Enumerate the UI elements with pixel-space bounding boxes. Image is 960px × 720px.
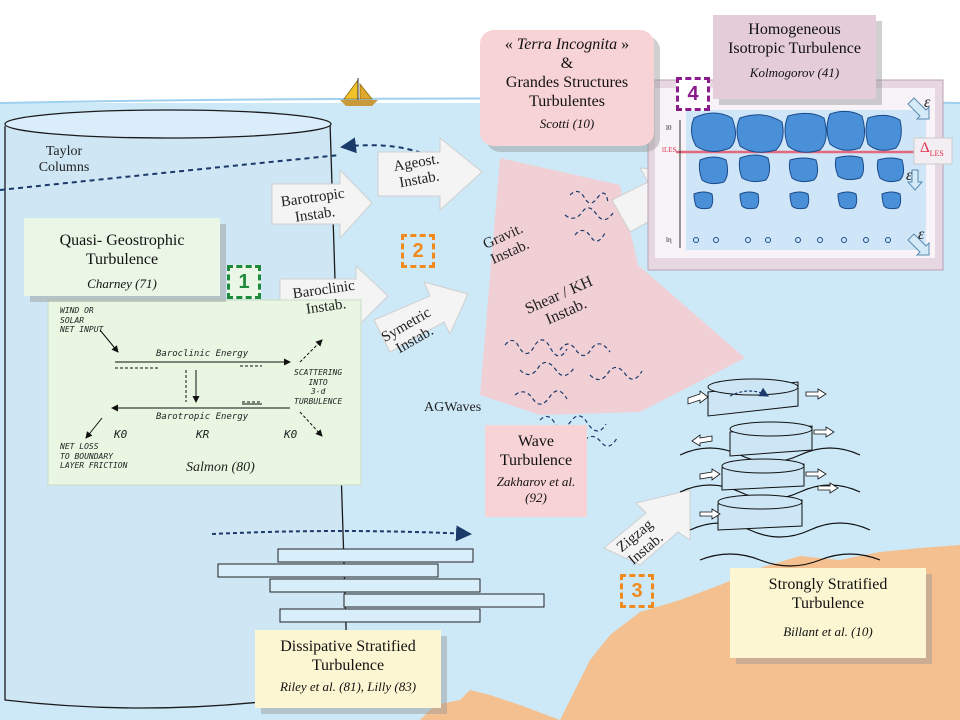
instability-region — [480, 158, 745, 415]
delta-les-label: ΔLES — [920, 140, 944, 158]
hit-title: Homogeneous Isotropic Turbulence — [728, 21, 861, 57]
salmon-ref: Salmon (80) — [186, 460, 255, 475]
salmon-scattering-label: SCATTERING INTO 3-d TURBULENCE — [294, 368, 343, 406]
badge-3: 3 — [620, 574, 654, 608]
salmon-barotropic-label: Barotropic Energy — [156, 412, 249, 422]
terra-ref: Scotti (10) — [539, 115, 595, 131]
sst-ref: Billant et al. (10) — [783, 623, 873, 639]
l0-label: l0 — [666, 124, 672, 132]
leta-label: lη — [666, 236, 672, 244]
salmon-baroclinic-label: Baroclinic Energy — [156, 349, 249, 359]
stratified-pancake-stack — [679, 378, 881, 567]
ageost-arrow — [377, 136, 483, 212]
qg-title: Quasi- Geostrophic Turbulence — [59, 232, 185, 268]
epsilon-bottom: ε — [918, 226, 925, 243]
hit-ref: Kolmogorov (41) — [749, 64, 840, 80]
barotropic-arrow — [271, 168, 373, 240]
dst-title: Dissipative Stratified Turbulence — [280, 638, 416, 674]
badge-4: 4 — [676, 77, 710, 111]
terra-title2: Grandes Structures Turbulentes — [505, 73, 629, 110]
dst-ref: Riley et al. (81), Lilly (83) — [279, 678, 417, 694]
terra-amp: & — [560, 54, 574, 72]
salmon-energy-diagram — [47, 299, 362, 486]
salmon-k0-left: K0 — [114, 428, 128, 441]
zigzag-arrow — [603, 489, 691, 566]
stratified-layers — [211, 525, 545, 623]
wave-ref: Zakharov et al. (92) — [496, 473, 576, 505]
badge-1: 1 — [227, 265, 261, 299]
strongly-stratified-box: Strongly Stratified Turbulence Billant e… — [730, 568, 926, 658]
salmon-input-label: WIND OR SOLAR NET INPUT — [60, 306, 104, 335]
hit-box: Homogeneous Isotropic Turbulence Kolmogo… — [713, 15, 876, 99]
wave-title: Wave Turbulence — [499, 433, 573, 469]
turbulent-eddies — [504, 190, 643, 447]
hit-les-panel — [647, 79, 953, 271]
agwaves-label: AGWaves — [424, 400, 482, 415]
terra-title: « Terra Incognita » — [504, 36, 630, 53]
sst-title: Strongly Stratified Turbulence — [768, 576, 888, 612]
dissipative-stratified-box: Dissipative Stratified Turbulence Riley … — [255, 630, 441, 708]
wave-turbulence-box: Wave Turbulence Zakharov et al. (92) — [485, 425, 587, 517]
salmon-k0-right: K0 — [284, 428, 298, 441]
salmon-loss-label: NET LOSS TO BOUNDARY LAYER FRICTION — [60, 442, 128, 471]
terra-incognita-box: « Terra Incognita » & Grandes Structures… — [480, 30, 654, 146]
epsilon-mid: ε — [906, 167, 913, 184]
qg-ref: Charney (71) — [87, 275, 157, 291]
qg-turbulence-box: Quasi- Geostrophic Turbulence Charney (7… — [24, 218, 220, 296]
taylor-columns-label: Taylor Columns — [38, 144, 90, 176]
sailboat-icon — [340, 78, 378, 106]
symetric-arrow — [373, 281, 469, 353]
epsilon-top: ε — [924, 94, 931, 111]
badge-2: 2 — [401, 234, 435, 268]
salmon-kr: KR — [196, 428, 210, 441]
lles-label: lLES — [662, 146, 677, 154]
